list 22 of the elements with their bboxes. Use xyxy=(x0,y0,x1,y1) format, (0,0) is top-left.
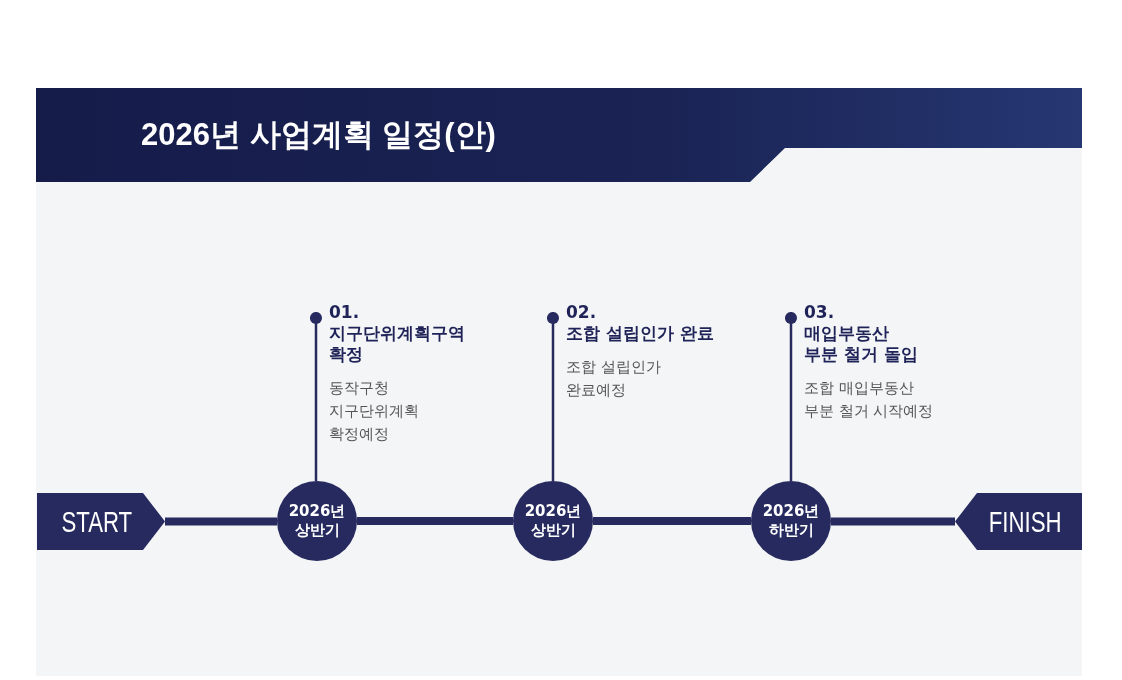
timeline-line xyxy=(357,517,513,525)
pin-line xyxy=(309,311,323,481)
step-number: 01. xyxy=(329,302,360,323)
step-number: 03. xyxy=(804,302,835,323)
timeline-line xyxy=(593,517,751,525)
date-label: 2026년 상반기 xyxy=(288,502,346,540)
timeline-line xyxy=(831,517,955,526)
step-description: 조합 설립인가 완료예정 xyxy=(566,358,661,400)
date-label: 2026년 하반기 xyxy=(762,502,820,540)
date-label: 2026년 상반기 xyxy=(524,502,582,540)
step-description: 조합 매입부동산 부분 철거 시작예정 xyxy=(804,379,934,421)
step-description: 동작구청 지구단위계획 확정예정 xyxy=(329,379,419,444)
step-heading: 지구단위계획구역 확정 xyxy=(329,323,465,365)
page-title: 2026년 사업계획 일정(안) xyxy=(141,116,496,154)
step-heading: 조합 설립인가 완료 xyxy=(566,323,714,344)
banner-label: START xyxy=(61,504,133,539)
banner-label: FINISH xyxy=(989,504,1062,539)
step-number: 02. xyxy=(566,302,597,323)
pin-line xyxy=(546,311,560,481)
timeline-line xyxy=(165,517,277,526)
step-heading: 매입부동산 부분 철거 돌입 xyxy=(804,323,918,365)
pin-line xyxy=(784,311,798,481)
